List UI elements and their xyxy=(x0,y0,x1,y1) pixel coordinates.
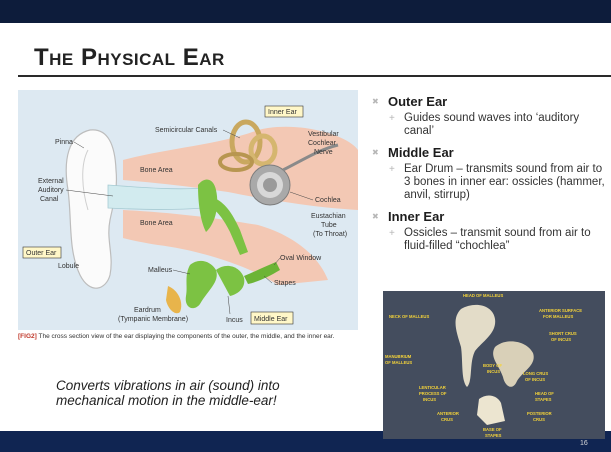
sub-bullet-middle-ear: + Ear Drum – transmits sound from air to… xyxy=(404,163,611,202)
incus-leader xyxy=(228,296,230,314)
head-stapes-label-1: HEAD OF xyxy=(535,391,554,396)
bullet-x-icon: ✖ xyxy=(372,148,379,157)
sub-bullet-inner-ear: + Ossicles – transmit sound from air to … xyxy=(404,227,611,253)
bone-area-bottom-label: Bone Area xyxy=(140,220,173,227)
body-incus-label-2: INCUS xyxy=(487,369,500,374)
head-malleus-label: HEAD OF MALLEUS xyxy=(463,293,503,298)
sub-bullet-text: Ear Drum – transmits sound from air to 3… xyxy=(404,163,605,201)
lobule-label: Lobule xyxy=(58,263,79,270)
figure-caption: [FIG2] The cross section view of the ear… xyxy=(18,333,363,341)
bullet-heading: Inner Ear xyxy=(388,209,444,224)
caption-tag: [FIG2] xyxy=(18,333,37,340)
manubrium-label-2: OF MALLEUS xyxy=(385,360,412,365)
bullet-inner-ear: ✖ Inner Ear xyxy=(388,209,611,224)
inner-ear-label: Inner Ear xyxy=(268,109,297,116)
incus-shape xyxy=(216,266,244,296)
oval-window-label: Oval Window xyxy=(280,255,322,262)
posterior-crus-label-2: CRUS xyxy=(533,417,545,422)
bullet-middle-ear: ✖ Middle Ear xyxy=(388,145,611,160)
sub-bullet-plus-icon: + xyxy=(389,112,395,125)
cochlea-label: Cochlea xyxy=(315,197,341,204)
short-crus-label-2: OF INCUS xyxy=(551,337,571,342)
ossicles-photo-svg: HEAD OF MALLEUS NECK OF MALLEUS ANTERIOR… xyxy=(383,291,605,439)
caption-text: The cross section view of the ear displa… xyxy=(38,333,334,340)
middle-ear-label: Middle Ear xyxy=(254,316,288,323)
base-stapes-label-1: BASE OF xyxy=(483,427,502,432)
anterior-crus-label-2: CRUS xyxy=(441,417,453,422)
incus-label: Incus xyxy=(226,317,243,324)
vestibular-label-2: Cochlear xyxy=(308,140,337,147)
eardrum-label-1: Eardrum xyxy=(134,307,161,314)
external-canal-label-1: External xyxy=(38,178,64,185)
pinna-label: Pinna xyxy=(55,139,73,146)
long-crus-label-2: OF INCUS xyxy=(525,377,545,382)
neck-malleus-label: NECK OF MALLEUS xyxy=(389,314,429,319)
lenticular-label-2: PROCESS OF xyxy=(419,391,447,396)
body-incus-label-1: BODY OF xyxy=(483,363,502,368)
stapes-label: Stapes xyxy=(274,280,296,287)
sub-bullet-plus-icon: + xyxy=(389,227,395,240)
bullet-heading: Middle Ear xyxy=(388,145,454,160)
eardrum-shape xyxy=(166,286,181,313)
summary-quote: Converts vibrations in air (sound) into … xyxy=(56,378,316,408)
ossicles-photo: HEAD OF MALLEUS NECK OF MALLEUS ANTERIOR… xyxy=(383,291,605,439)
sub-bullet-text: Guides sound waves into ‘auditory canal’ xyxy=(404,112,579,137)
manubrium-label-1: MANUBRIUM xyxy=(385,354,412,359)
lenticular-label-1: LENTICULAR xyxy=(419,385,446,390)
auditory-canal-shape xyxy=(108,185,203,210)
sub-bullet-outer-ear: + Guides sound waves into ‘auditory cana… xyxy=(404,112,611,138)
vestibular-label-3: Nerve xyxy=(314,149,333,156)
short-crus-label-1: SHORT CRUS xyxy=(549,331,577,336)
lenticular-label-3: INCUS xyxy=(423,397,436,402)
bullet-heading: Outer Ear xyxy=(388,94,447,109)
external-canal-label-3: Canal xyxy=(40,196,59,203)
semicircular-canals-label: Semicircular Canals xyxy=(155,127,218,134)
sub-bullet-plus-icon: + xyxy=(389,163,395,176)
slide-title: The Physical Ear xyxy=(34,44,225,72)
top-header-bar xyxy=(0,0,611,23)
base-stapes-label-2: STAPES xyxy=(485,433,502,438)
eustachian-label-1: Eustachian xyxy=(311,213,346,220)
head-stapes-label-2: STAPES xyxy=(535,397,552,402)
bullet-outer-ear: ✖ Outer Ear xyxy=(388,94,611,109)
sub-bullet-text: Ossicles – transmit sound from air to fl… xyxy=(404,227,591,252)
ear-cross-section-figure: Inner Ear Outer Ear Semicircular Canals … xyxy=(18,90,358,330)
eardrum-label-2: (Tympanic Membrane) xyxy=(118,316,188,323)
eustachian-label-3: (To Throat) xyxy=(313,231,347,238)
anterior-surface-label-2: FOR MALLEUS xyxy=(543,314,573,319)
bullet-x-icon: ✖ xyxy=(372,97,379,106)
eustachian-label-2: Tube xyxy=(321,222,337,229)
bullet-list: ✖ Outer Ear + Guides sound waves into ‘a… xyxy=(370,94,611,253)
bullet-x-icon: ✖ xyxy=(372,212,379,221)
malleus-label: Malleus xyxy=(148,267,173,274)
page-number: 16 xyxy=(580,440,588,447)
malleus-shape xyxy=(186,261,217,308)
cochlea-core xyxy=(263,178,277,192)
title-underline xyxy=(18,75,611,77)
vestibular-label-1: Vestibular xyxy=(308,131,339,138)
long-crus-label-1: LONG CRUS xyxy=(523,371,548,376)
external-canal-label-2: Auditory xyxy=(38,187,64,194)
anterior-surface-label-1: ANTERIOR SURFACE xyxy=(539,308,582,313)
bone-area-top-label: Bone Area xyxy=(140,167,173,174)
outer-ear-label: Outer Ear xyxy=(26,250,57,257)
ear-diagram: Inner Ear Outer Ear Semicircular Canals … xyxy=(18,90,358,330)
anterior-crus-label-1: ANTERIOR xyxy=(437,411,459,416)
posterior-crus-label-1: POSTERIOR xyxy=(527,411,552,416)
